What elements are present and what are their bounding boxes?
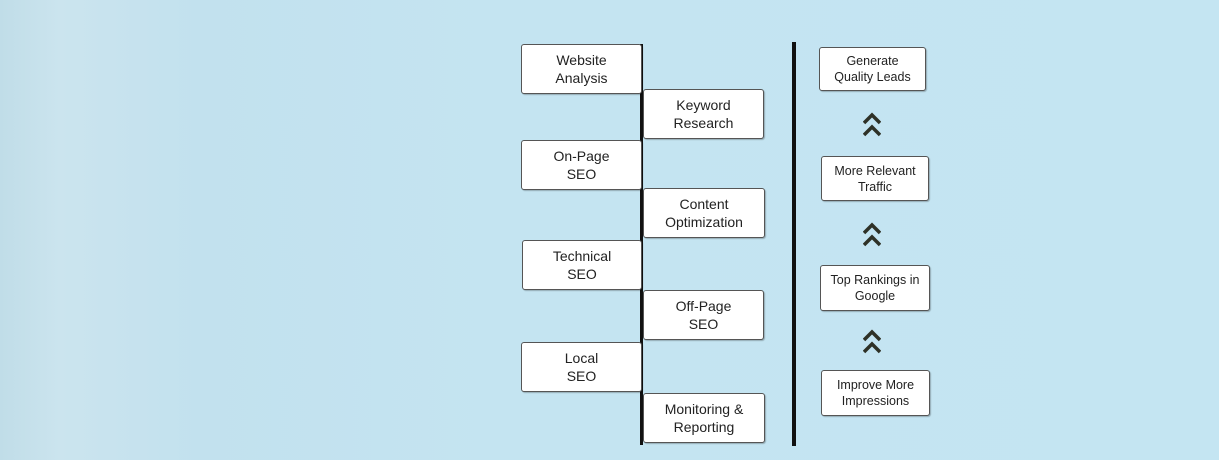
outcome-generate-quality-leads: Generate Quality Leads xyxy=(819,47,926,91)
double-chevron-up-icon xyxy=(863,111,881,139)
step-on-page-seo: On-Page SEO xyxy=(521,140,642,190)
double-chevron-up-icon xyxy=(863,328,881,356)
double-chevron-up-icon xyxy=(863,221,881,249)
step-technical-seo: Technical SEO xyxy=(522,240,642,290)
step-monitoring-reporting: Monitoring & Reporting xyxy=(643,393,765,443)
outcome-top-rankings-google: Top Rankings in Google xyxy=(820,265,930,311)
outcome-more-relevant-traffic: More Relevant Traffic xyxy=(821,156,929,201)
outcome-improve-more-impressions: Improve More Impressions xyxy=(821,370,930,416)
step-keyword-research: Keyword Research xyxy=(643,89,764,139)
divider-line xyxy=(792,42,796,446)
step-local-seo: Local SEO xyxy=(521,342,642,392)
step-off-page-seo: Off-Page SEO xyxy=(643,290,764,340)
step-website-analysis: Website Analysis xyxy=(521,44,642,94)
step-content-optimization: Content Optimization xyxy=(643,188,765,238)
